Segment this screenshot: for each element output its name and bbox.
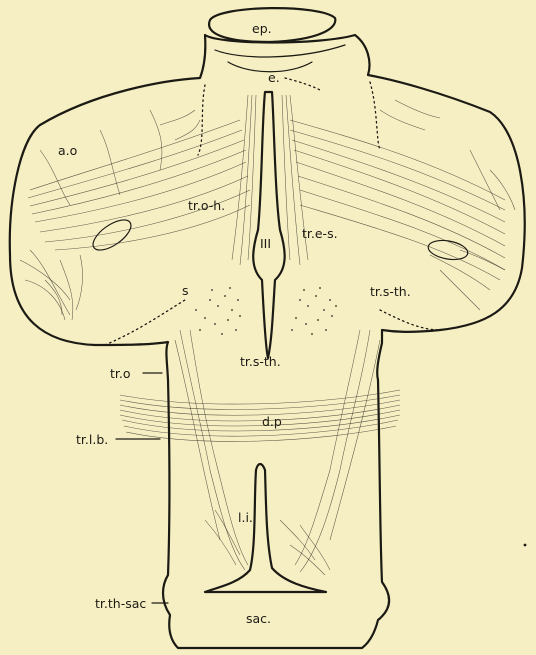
optic-tract-fibers-left xyxy=(28,120,250,250)
label-tr-s-th-right: tr.s-th. xyxy=(370,284,411,299)
label-ao: a.o xyxy=(58,143,77,158)
nucleus-right xyxy=(427,238,470,263)
label-tr-s-th-center: tr.s-th. xyxy=(240,354,281,369)
stippled-region-left xyxy=(195,287,241,335)
label-dp: d.p xyxy=(262,414,282,429)
label-s: s xyxy=(182,283,189,298)
label-sac: sac. xyxy=(246,611,271,626)
boundary-left-lower xyxy=(105,300,185,345)
label-tr-th-sac: tr.th-sac xyxy=(95,596,146,611)
dendrites-left xyxy=(20,110,200,320)
e-dotted-line xyxy=(285,78,320,90)
brain-outline xyxy=(10,35,525,648)
epithalamus-inner-line xyxy=(215,45,345,72)
label-iii: III xyxy=(260,236,271,251)
label-tr-o-h: tr.o-h. xyxy=(188,198,225,213)
label-li: l.i. xyxy=(238,510,253,525)
optic-tract-fibers-right xyxy=(290,120,505,280)
label-e: e. xyxy=(268,70,280,85)
boundary-left-upper xyxy=(198,85,205,155)
label-ep: ep. xyxy=(252,21,272,36)
boundary-right-lower xyxy=(380,310,440,330)
third-ventricle xyxy=(253,92,284,358)
epiphysis xyxy=(209,8,335,42)
label-tr-lb: tr.l.b. xyxy=(76,432,108,447)
stippled-region-right xyxy=(291,287,337,335)
nucleus-left xyxy=(88,214,136,256)
stray-dot xyxy=(524,544,527,547)
boundary-right-upper xyxy=(370,82,380,150)
label-tr-e-s: tr.e-s. xyxy=(302,226,338,241)
lobus-inferior-cleft xyxy=(205,464,326,592)
label-tr-o: tr.o xyxy=(110,366,131,381)
